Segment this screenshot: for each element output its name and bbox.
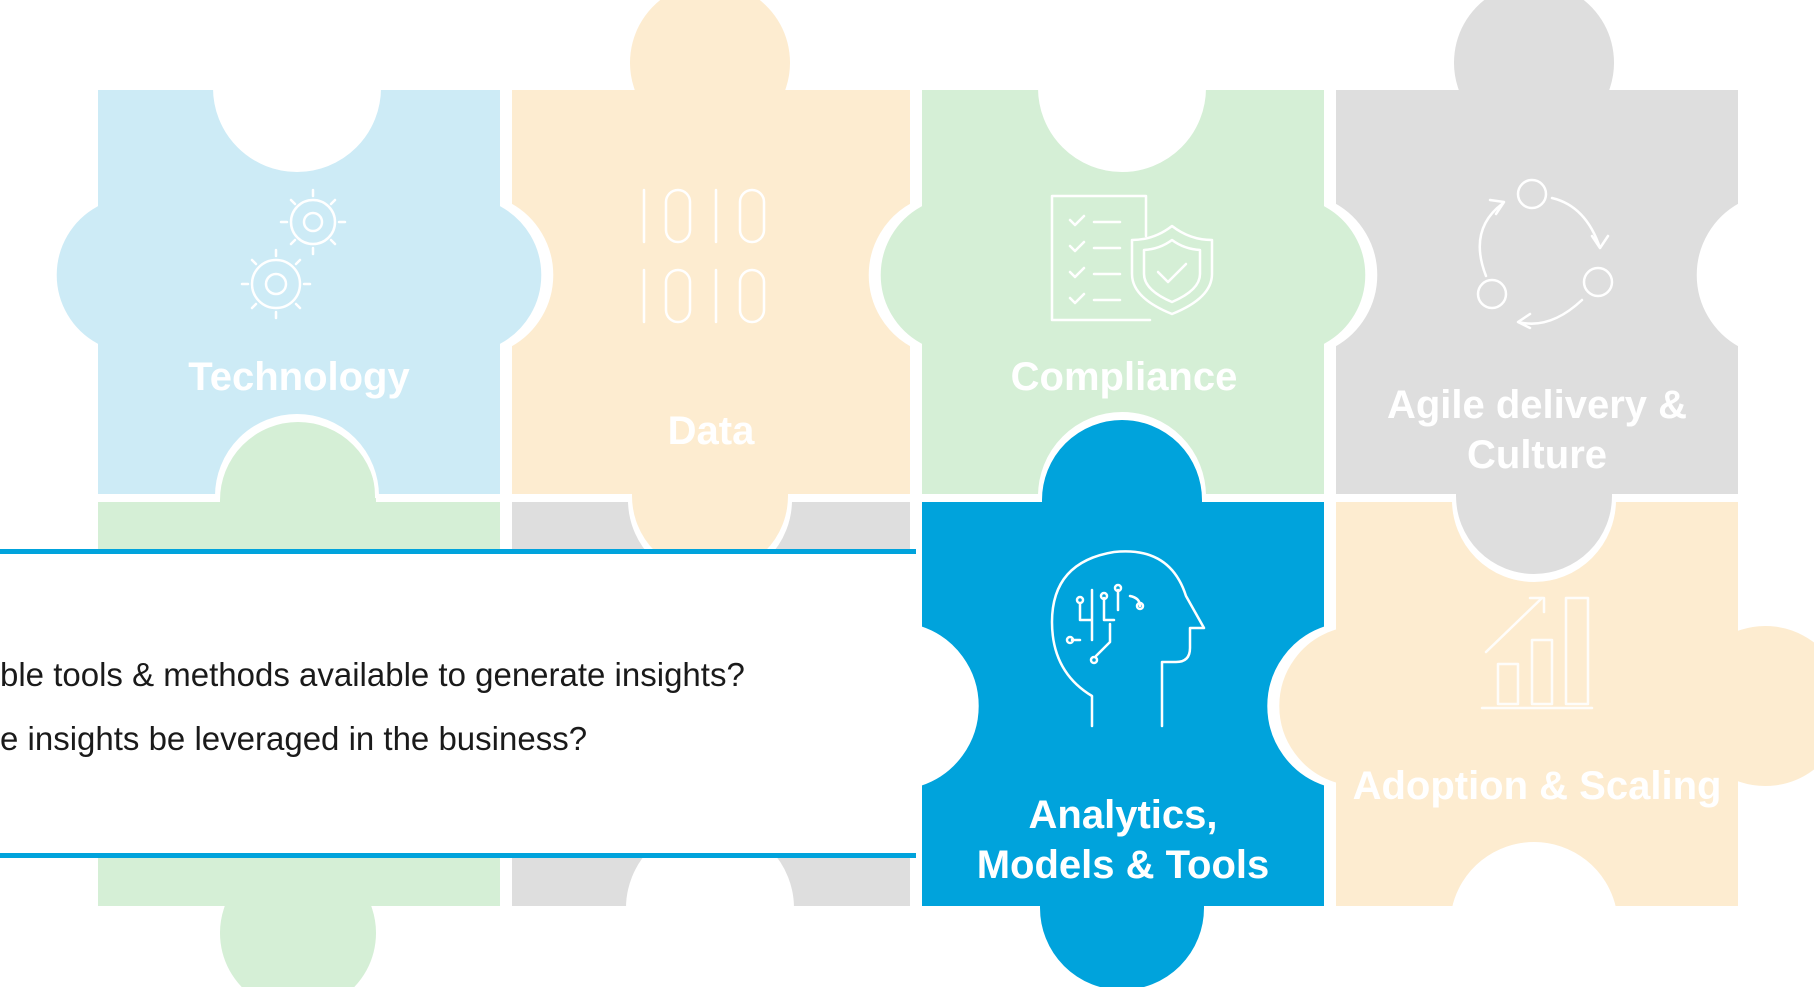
label-adoption: Adoption & Scaling <box>1352 764 1722 808</box>
label-compliance: Compliance <box>1010 355 1238 399</box>
question-line-2: e insights be leveraged in the business? <box>0 720 588 757</box>
brain-head-icon <box>1050 550 1206 728</box>
binary-icon <box>642 188 766 324</box>
label-analytics: Analytics, Models & Tools <box>976 793 1270 887</box>
gears-icon <box>240 188 347 320</box>
puzzle-piece-agile[interactable] <box>1332 0 1742 578</box>
bar-chart-icon <box>1480 596 1594 710</box>
label-agile: Agile delivery & Culture <box>1386 383 1688 477</box>
puzzle-piece-data[interactable] <box>508 0 914 578</box>
question-callout <box>0 549 916 858</box>
label-data: Data <box>667 409 755 453</box>
puzzle-piece-compliance[interactable] <box>876 86 1370 498</box>
question-line-1: ble tools & methods available to generat… <box>0 656 745 693</box>
checklist-shield-icon <box>1050 194 1214 322</box>
cycle-icon <box>1476 178 1614 330</box>
label-technology: Technology <box>188 355 410 399</box>
puzzle-piece-analytics[interactable] <box>918 416 1328 987</box>
